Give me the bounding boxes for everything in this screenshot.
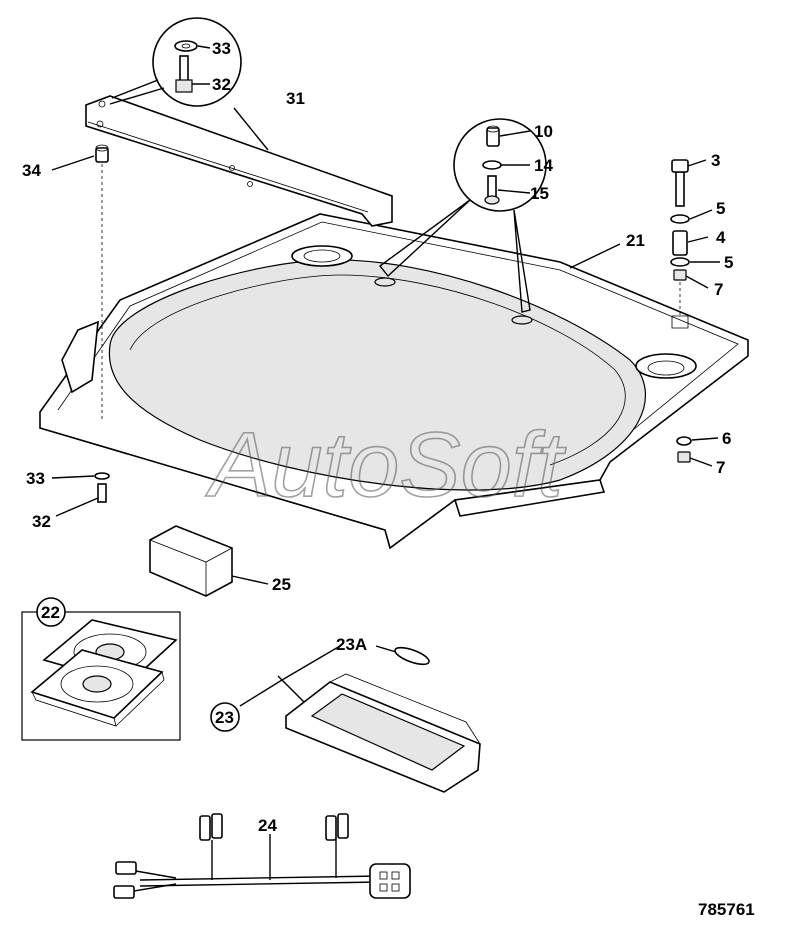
figure-number: 785761 — [698, 900, 755, 919]
foam-block — [149, 525, 233, 597]
callout-10: 10 — [534, 122, 553, 141]
callout-25: 25 — [272, 575, 291, 594]
callout-24: 24 — [258, 816, 277, 835]
fixing-set-left — [94, 144, 110, 503]
wiring-harness — [113, 813, 411, 899]
callout-21: 21 — [626, 231, 645, 250]
parcel-shelf-tray — [39, 213, 749, 550]
callout-34: 34 — [22, 161, 41, 180]
callout-6: 6 — [722, 429, 731, 448]
callout-14: 14 — [534, 156, 553, 175]
callout-3: 3 — [711, 151, 720, 170]
callout-4: 4 — [716, 228, 726, 247]
watermark-text: AutoSoft — [205, 414, 566, 516]
callout-15: 15 — [530, 184, 549, 203]
callout-7-upper: 7 — [714, 280, 723, 299]
callout-32-bottom: 32 — [32, 512, 51, 531]
callout-22-ring — [36, 597, 66, 627]
callout-23-ring — [210, 702, 240, 732]
callout-labels: 33 32 31 34 10 14 15 3 5 4 21 5 7 6 7 33… — [22, 39, 733, 835]
callout-7-lower: 7 — [716, 458, 725, 477]
callout-22: 22 — [41, 603, 60, 622]
courtesy-lamp-assembly — [285, 646, 481, 793]
callout-5-lower: 5 — [724, 253, 733, 272]
callout-33-top: 33 — [212, 39, 231, 58]
callout-23a: 23A — [336, 635, 367, 654]
callout-32-top: 32 — [212, 75, 231, 94]
detail-circle-bolt-washer — [109, 17, 242, 107]
callout-31: 31 — [286, 89, 305, 108]
callout-23: 23 — [215, 708, 234, 727]
fixing-set-lower-right — [676, 436, 692, 463]
fixing-stack-right — [670, 159, 690, 318]
leader-lines — [51, 45, 720, 880]
callout-5-upper: 5 — [716, 199, 725, 218]
support-bracket — [85, 95, 393, 227]
callout-33-bottom: 33 — [26, 469, 45, 488]
speaker-pair-box — [21, 611, 181, 741]
